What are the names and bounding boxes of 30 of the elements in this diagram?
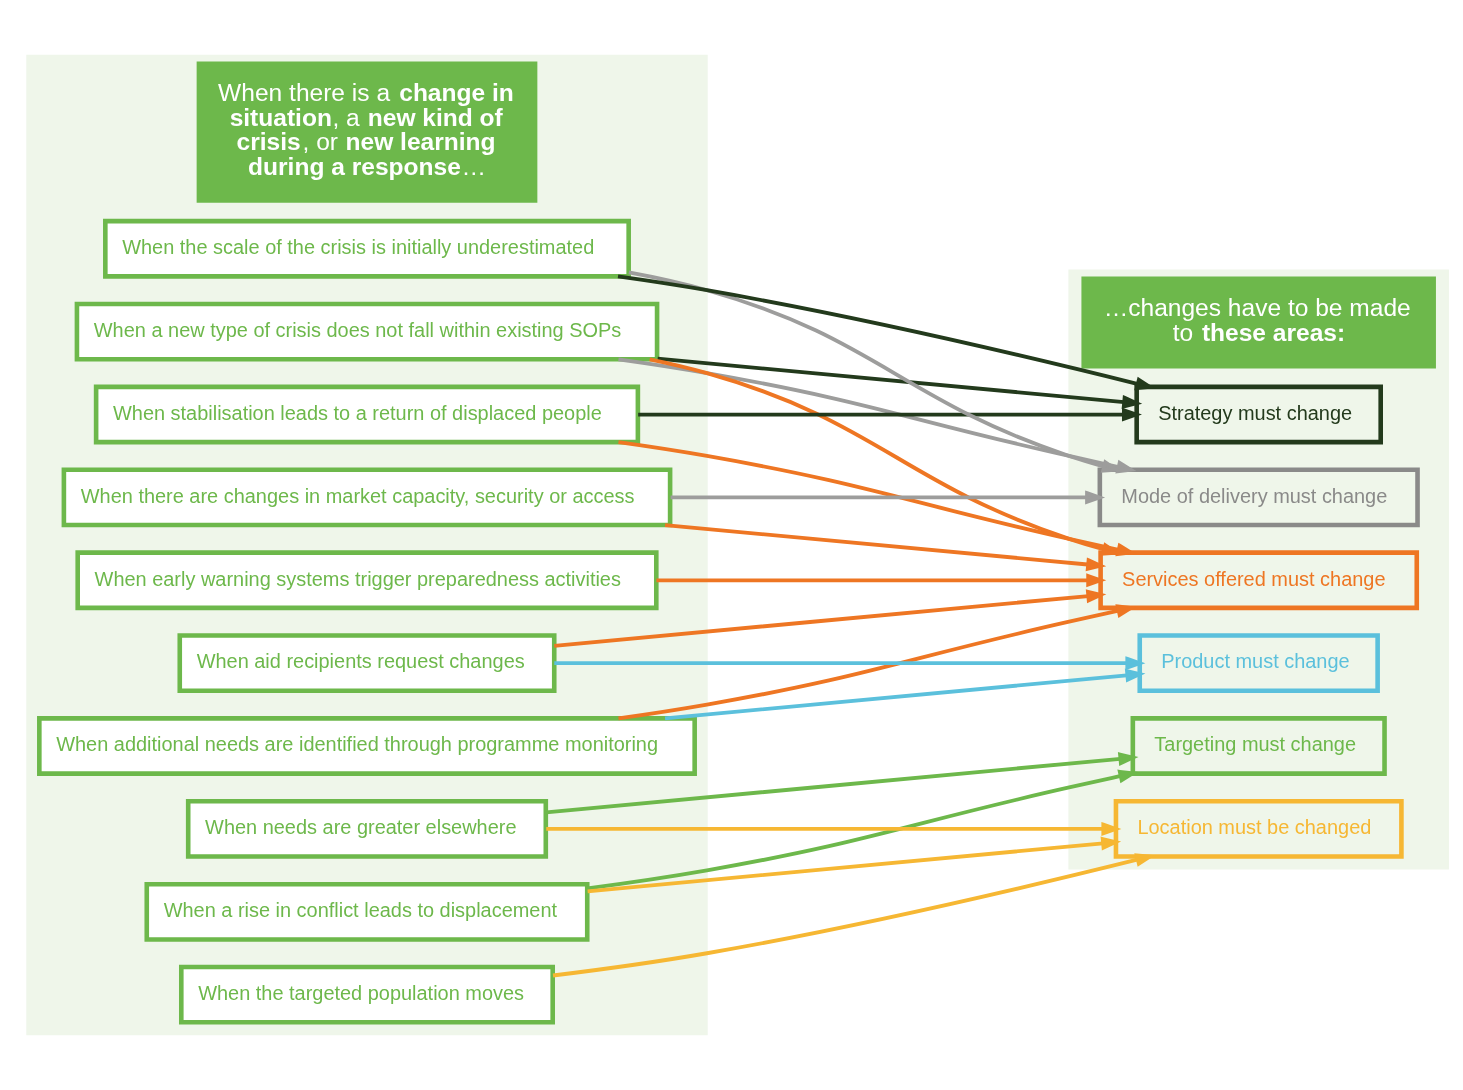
node-box: When additional needs are identified through programme monitoring — [37, 716, 697, 776]
arrow — [587, 769, 1139, 891]
arrow — [664, 668, 1146, 721]
arrow — [657, 356, 1143, 409]
node-box: When a rise in conflict leads to displacement — [144, 881, 590, 942]
node-box: When a new type of crisis does not fall within existing SOPs — [74, 301, 660, 362]
arrow — [546, 821, 1122, 836]
node-box: Location must be changed — [1113, 799, 1404, 859]
node-box: When stabilisation leads to a return of displaced people — [93, 384, 641, 445]
arrow — [618, 357, 1137, 474]
arrow — [628, 270, 1122, 473]
arrow — [587, 836, 1122, 894]
node-box: When early warning systems trigger preparedness activities — [75, 550, 659, 611]
node-box: Product must change — [1137, 633, 1380, 694]
arrow — [546, 752, 1139, 815]
arrow — [638, 407, 1142, 422]
node-box: Services offered must change — [1098, 550, 1420, 611]
arrow — [656, 573, 1107, 588]
node-box: When the scale of the crisis is initially underestimated — [103, 218, 631, 279]
node-box: When the targeted population moves — [179, 964, 555, 1025]
node-box: Strategy must change — [1134, 384, 1383, 445]
node-box: When aid recipients request changes — [177, 633, 557, 694]
node-box: When needs are greater elsewhere — [185, 799, 549, 859]
arrow — [554, 589, 1107, 648]
arrow — [664, 523, 1107, 572]
node-box: When there are changes in market capacity, security or access — [61, 467, 673, 528]
arrow — [670, 490, 1106, 505]
node-box: Targeting must change — [1130, 716, 1387, 776]
node-box: Mode of delivery must change — [1097, 467, 1420, 528]
arrow — [554, 656, 1146, 671]
